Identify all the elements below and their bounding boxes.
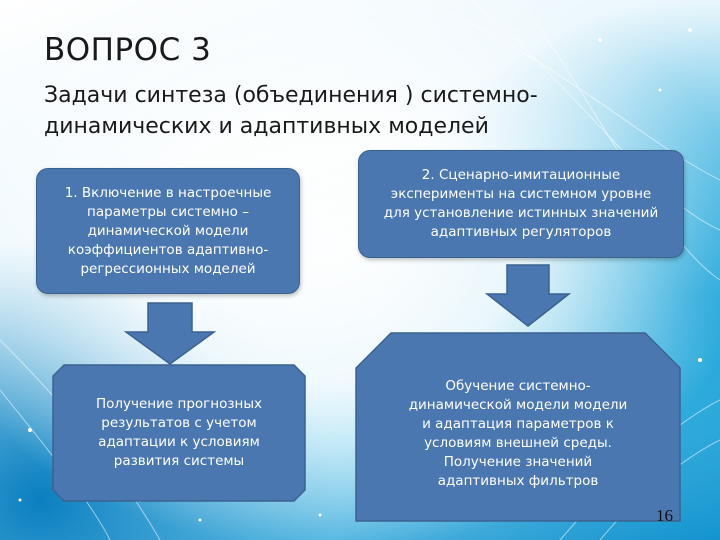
result-right-box: Обучение системно- динамической модели м… — [355, 332, 681, 522]
slide-subtitle: Задачи синтеза (объединения ) системно- … — [44, 80, 604, 142]
result-right-shape — [355, 332, 681, 522]
result-left-text: Получение прогнозных результатов с учето… — [96, 396, 262, 469]
subtitle-text: Задачи синтеза (объединения ) системно- … — [44, 83, 538, 139]
page-number: 16 — [656, 506, 673, 525]
step-1-text: 1. Включение в настроечные параметры сис… — [64, 184, 272, 277]
down-arrow-right — [485, 264, 571, 327]
result-right-text: Обучение системно- динамической модели м… — [408, 378, 628, 489]
down-arrow-left — [124, 302, 216, 365]
result-left-box: Получение прогнозных результатов с учето… — [52, 364, 306, 502]
result-left-shape — [52, 364, 306, 502]
step-2-text: 2. Сценарно-имитационные эксперименты на… — [383, 167, 659, 240]
slide-title: ВОПРОС 3 — [44, 32, 212, 68]
step-1-box: 1. Включение в настроечные параметры сис… — [36, 168, 300, 294]
step-2-box: 2. Сценарно-имитационные эксперименты на… — [358, 150, 684, 258]
